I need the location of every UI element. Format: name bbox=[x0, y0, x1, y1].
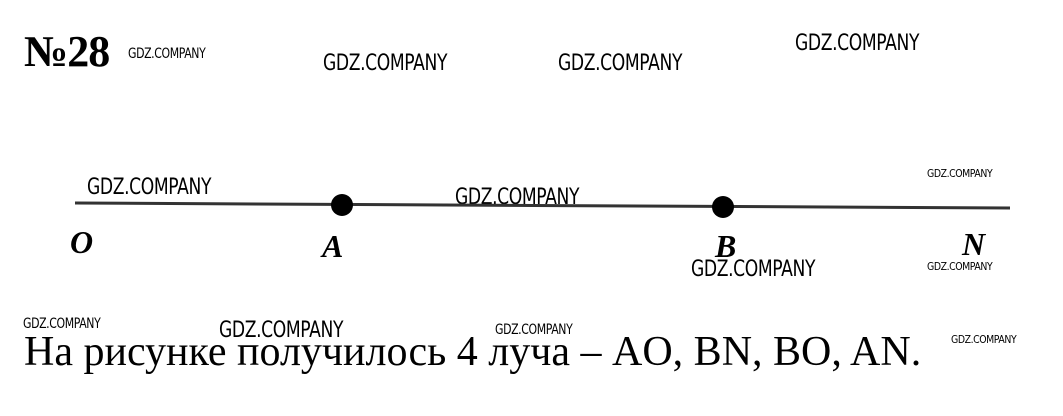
watermark: GDZ.COMPANY bbox=[927, 260, 993, 273]
watermark: GDZ.COMPANY bbox=[219, 318, 344, 343]
watermark: GDZ.COMPANY bbox=[323, 51, 448, 76]
watermark: GDZ.COMPANY bbox=[23, 316, 101, 332]
watermark: GDZ.COMPANY bbox=[128, 46, 206, 62]
watermark: GDZ.COMPANY bbox=[691, 257, 816, 282]
task-number: №28 bbox=[24, 27, 110, 76]
point-a-dot bbox=[331, 194, 353, 216]
answer-text: На рисунке получилось 4 луча – AO, BN, B… bbox=[24, 329, 922, 375]
point-b-dot bbox=[712, 196, 734, 218]
watermark: GDZ.COMPANY bbox=[927, 167, 993, 180]
watermark: GDZ.COMPANY bbox=[87, 175, 212, 200]
point-label-b: B bbox=[715, 228, 737, 264]
watermark: GDZ.COMPANY bbox=[495, 322, 573, 338]
point-label-o: O bbox=[70, 224, 94, 260]
watermark: GDZ.COMPANY bbox=[795, 31, 920, 56]
point-label-n: N bbox=[962, 226, 986, 262]
watermark: GDZ.COMPANY bbox=[558, 51, 683, 76]
watermark: GDZ.COMPANY bbox=[951, 333, 1017, 346]
line-on bbox=[74, 201, 1011, 210]
point-label-a: A bbox=[322, 228, 344, 264]
